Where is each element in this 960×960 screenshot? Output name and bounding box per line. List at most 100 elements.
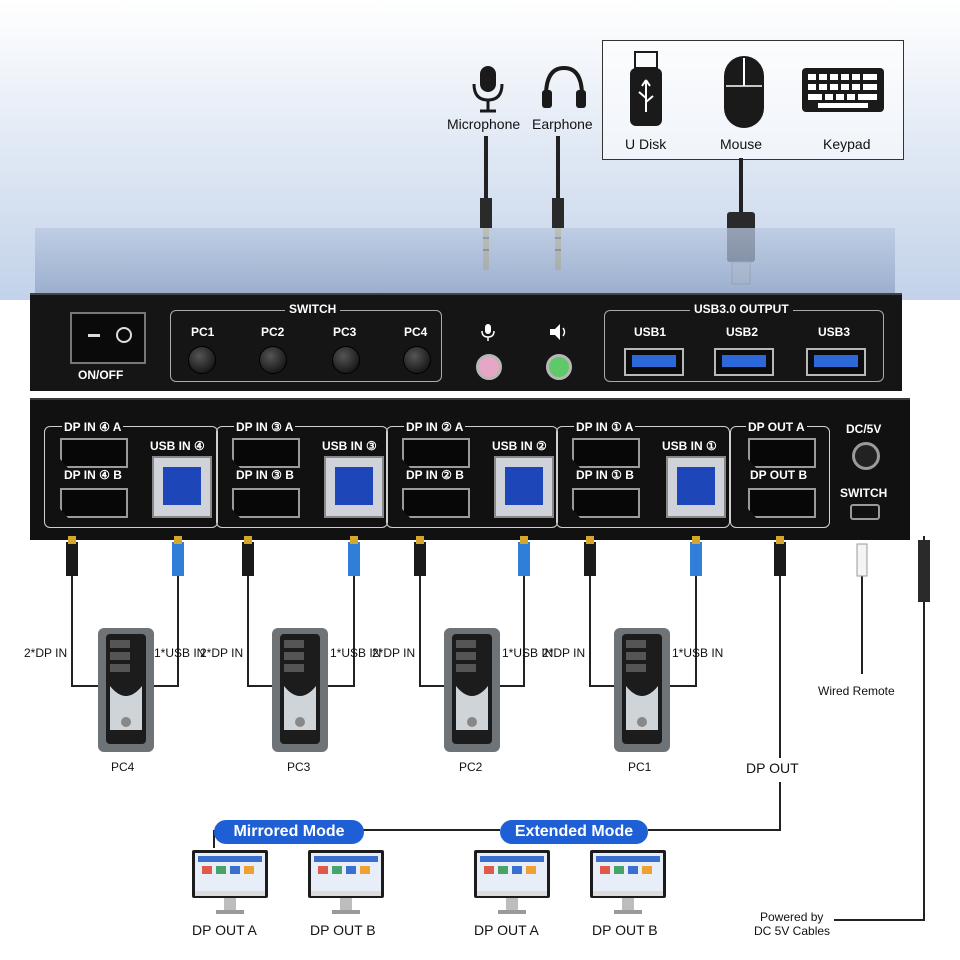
dp-in-2a-port[interactable] (402, 438, 470, 468)
usb-in-2-port[interactable] (494, 456, 554, 518)
earphone-label: Earphone (532, 116, 593, 132)
pc2-dp-label: 2*DP IN (372, 646, 416, 660)
pc1-dp-label: 2*DP IN (542, 646, 586, 660)
pc1-usb-label: 1*USB IN (672, 646, 724, 660)
power-rocker-switch[interactable] (70, 312, 146, 364)
extended-mode-badge: Extended Mode (500, 820, 648, 844)
usb-in-1-port[interactable] (666, 456, 726, 518)
usb-in-4-label: USB IN ④ (150, 439, 205, 453)
pc3-name: PC3 (287, 760, 311, 774)
pc3-input-group (216, 426, 388, 528)
dp-out-a-label: DP OUT A (746, 420, 807, 434)
usb3-port[interactable] (806, 348, 866, 376)
switch-top-face (35, 228, 895, 294)
pc2-tower-icon (444, 628, 500, 752)
dp-in-3b-label: DP IN ③ B (236, 468, 294, 482)
pc4-button[interactable] (403, 346, 431, 374)
dp-in-2b-port[interactable] (402, 488, 470, 518)
dp-out-b-port[interactable] (748, 488, 816, 518)
dp-in-4b-port[interactable] (60, 488, 128, 518)
usb1-label: USB1 (634, 325, 667, 339)
remote-switch-label: SWITCH (840, 486, 888, 500)
usb-in-4-port[interactable] (152, 456, 212, 518)
dp-in-1a-port[interactable] (572, 438, 640, 468)
keyboard-icon (802, 68, 884, 112)
pc4-tower-icon (98, 628, 154, 752)
speaker-port-icon (550, 324, 566, 340)
pc4-button-label: PC4 (404, 325, 428, 339)
usb3-label: USB3 (818, 325, 851, 339)
pc3-dp-label: 2*DP IN (200, 646, 244, 660)
power-line1-label: Powered by (760, 910, 824, 924)
usb1-port[interactable] (624, 348, 684, 376)
dc-label: DC/5V (846, 422, 882, 436)
pc2-input-group (386, 426, 558, 528)
pc2-name: PC2 (459, 760, 483, 774)
usb-in-3-port[interactable] (324, 456, 384, 518)
usb-in-2-label: USB IN ② (492, 439, 547, 453)
pc4-input-group (44, 426, 218, 528)
pc4-name: PC4 (111, 760, 135, 774)
usb-in-3-label: USB IN ③ (322, 439, 377, 453)
monitor-icon-4 (590, 850, 666, 914)
dp-in-1a-label: DP IN ① A (574, 420, 636, 434)
mirrored-mode-badge: Mirrored Mode (214, 820, 364, 844)
dp-in-4a-port[interactable] (60, 438, 128, 468)
pc1-name: PC1 (628, 760, 652, 774)
monitor-1-label: DP OUT A (192, 922, 257, 938)
monitor-2-label: DP OUT B (310, 922, 376, 938)
pc1-input-group (556, 426, 730, 528)
microphone-label: Microphone (447, 116, 521, 132)
pc1-tower-icon (614, 628, 670, 752)
dp-in-2b-label: DP IN ② B (406, 468, 464, 482)
keypad-label: Keypad (823, 136, 871, 152)
dp-in-3b-port[interactable] (232, 488, 300, 518)
pc3-usb-label: 1*USB IN (330, 646, 382, 660)
monitor-icon-1 (192, 850, 268, 914)
microphone-icon (472, 66, 504, 113)
mic-port[interactable] (476, 354, 502, 380)
monitor-4-label: DP OUT B (592, 922, 658, 938)
usb2-label: USB2 (726, 325, 759, 339)
dp-out-b-label: DP OUT B (750, 468, 808, 482)
earphone-port[interactable] (546, 354, 572, 380)
headphone-icon (542, 65, 586, 108)
pc3-tower-icon (272, 628, 328, 752)
power-line2-label: DC 5V Cables (754, 924, 831, 938)
usb-drive-icon (630, 51, 662, 126)
pc2-button[interactable] (259, 346, 287, 374)
dp-in-3a-port[interactable] (232, 438, 300, 468)
monitor-icon-2 (308, 850, 384, 914)
pc2-usb-label: 1*USB IN (502, 646, 554, 660)
dp-in-3a-label: DP IN ③ A (234, 420, 296, 434)
dp-in-4b-label: DP IN ④ B (64, 468, 122, 482)
pc1-button[interactable] (188, 346, 216, 374)
remote-switch-port[interactable] (850, 504, 880, 520)
monitor-3-label: DP OUT A (474, 922, 539, 938)
usb-output-title: USB3.0 OUTPUT (690, 302, 793, 316)
pc1-button-label: PC1 (191, 325, 215, 339)
switch-button-group (170, 310, 442, 382)
power-label: ON/OFF (78, 368, 124, 382)
dp-in-2a-label: DP IN ② A (404, 420, 466, 434)
usb-in-1-label: USB IN ① (662, 439, 717, 453)
mouse-label: Mouse (720, 136, 763, 152)
switch-title: SWITCH (285, 302, 341, 316)
pc3-button[interactable] (332, 346, 360, 374)
pc4-dp-label: 2*DP IN (24, 646, 68, 660)
wiring-diagram (66, 536, 930, 921)
dp-out-label: DP OUT (746, 760, 799, 776)
dp-out-a-port[interactable] (748, 438, 816, 468)
pc4-usb-label: 1*USB IN (154, 646, 206, 660)
usb2-port[interactable] (714, 348, 774, 376)
dc-power-jack[interactable] (852, 442, 880, 470)
pc2-button-label: PC2 (261, 325, 285, 339)
wired-remote-label: Wired Remote (818, 684, 895, 698)
dp-in-4a-label: DP IN ④ A (62, 420, 124, 434)
monitor-icon-3 (474, 850, 550, 914)
u-disk-label: U Disk (625, 136, 667, 152)
dp-in-1b-label: DP IN ① B (576, 468, 634, 482)
dp-in-1b-port[interactable] (572, 488, 640, 518)
pc3-button-label: PC3 (333, 325, 357, 339)
mic-port-icon (481, 324, 495, 341)
